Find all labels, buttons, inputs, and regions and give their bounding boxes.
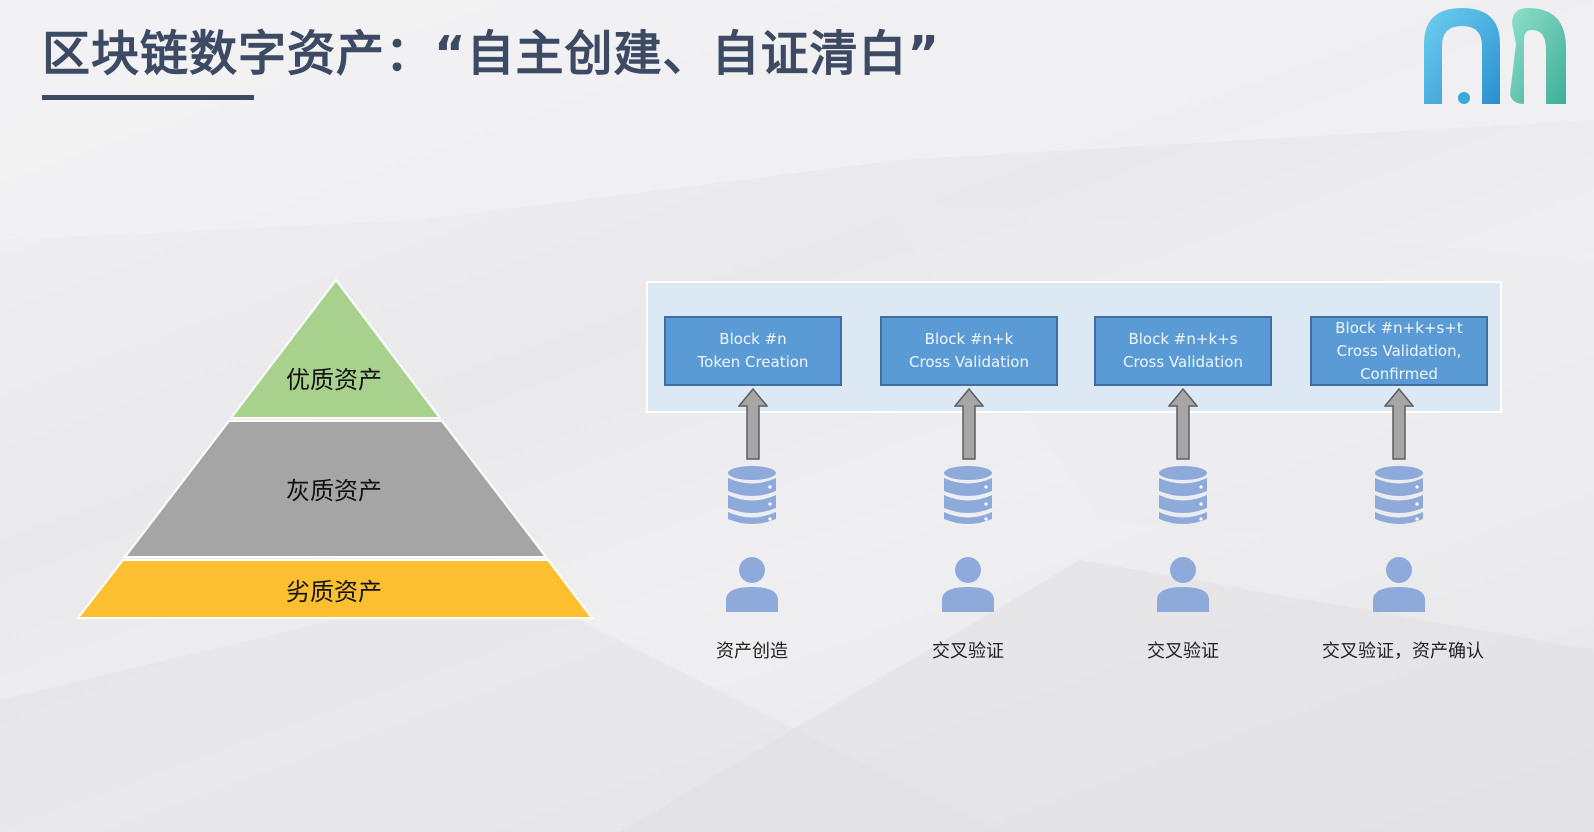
block-subtitle: Cross Validation [909, 353, 1029, 371]
pyramid-label-low-quality: 劣质资产 [286, 578, 382, 606]
user-icon [942, 557, 994, 612]
up-arrow-icon [1168, 388, 1198, 460]
block-title: Block #n+k [924, 330, 1014, 348]
node-label: 交叉验证，资产确认 [1322, 641, 1484, 662]
user-icon [1157, 557, 1209, 612]
up-arrow-icon [954, 388, 984, 460]
user-icon [1373, 557, 1425, 612]
title-underline [42, 95, 254, 100]
block-subtitle: Cross Validation [1123, 353, 1243, 371]
block-n-plus-k-plus-s-plus-t: Block #n+k+s+t Cross Validation, Confirm… [1310, 316, 1488, 386]
node-label: 交叉验证 [932, 641, 1004, 662]
user-icon [726, 557, 778, 612]
block-subtitle: Token Creation [697, 353, 809, 371]
asset-quality-pyramid [75, 278, 595, 619]
database-icon [1159, 466, 1207, 524]
database-icon [944, 466, 992, 524]
node-label: 资产创造 [716, 641, 788, 662]
pyramid-tier-middle [122, 420, 549, 558]
pyramid-tier-top [228, 278, 443, 419]
database-icon [1375, 466, 1423, 524]
database-icon [728, 466, 776, 524]
nm-logo-icon [1424, 8, 1566, 104]
block-subtitle: Cross Validation, [1336, 341, 1462, 360]
up-arrow-icon [738, 388, 768, 460]
pyramid-label-gray-quality: 灰质资产 [286, 477, 382, 505]
up-arrow-icon [1384, 388, 1414, 460]
pyramid-tier-bottom [75, 559, 595, 619]
pyramid-label-high-quality: 优质资产 [286, 366, 382, 394]
block-title: Block #n+k+s [1128, 330, 1238, 348]
block-status: Confirmed [1360, 364, 1438, 383]
block-title: Block #n+k+s+t [1335, 318, 1463, 337]
block-n-plus-k-plus-s: Block #n+k+s Cross Validation [1094, 316, 1272, 386]
block-title: Block #n [719, 330, 787, 348]
node-label: 交叉验证 [1147, 641, 1219, 662]
block-n-plus-k: Block #n+k Cross Validation [880, 316, 1058, 386]
block-n: Block #n Token Creation [664, 316, 842, 386]
slide-title: 区块链数字资产：“自主创建、自证清白” [42, 26, 941, 82]
